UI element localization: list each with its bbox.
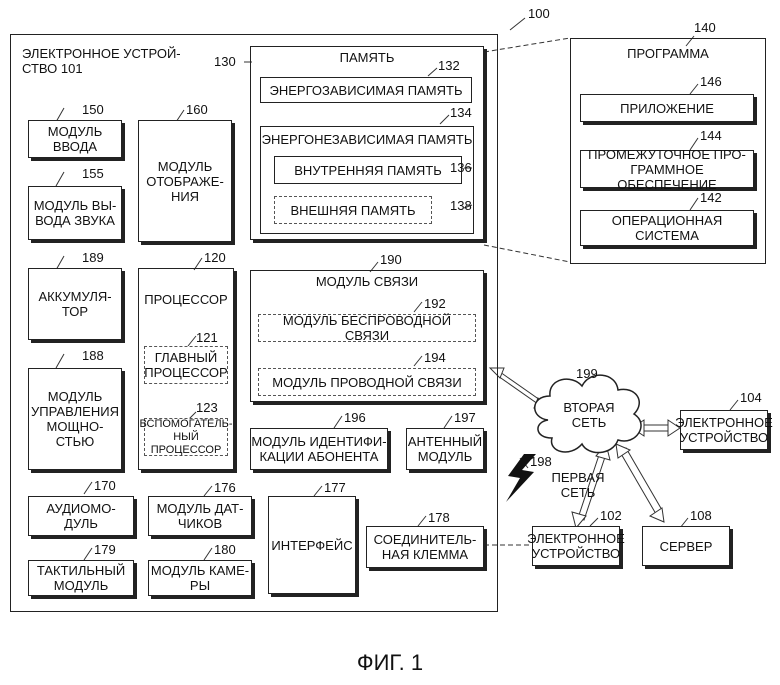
second-network: ВТОРАЯ СЕТЬ [556, 400, 622, 430]
program-num: 140 [694, 20, 716, 35]
nonvolatile-label: ЭНЕРГОНЕЗАВИСИМАЯ ПАМЯТЬ [260, 132, 474, 147]
first-network: ПЕРВАЯ СЕТЬ [548, 470, 608, 500]
haptic-module: ТАКТИЛЬНЫЙ МОДУЛЬ [28, 560, 134, 596]
electronic-device-102: ЭЛЕКТРОННОЕ УСТРОЙСТВО [532, 526, 620, 566]
display-num: 160 [186, 102, 208, 117]
figure-ref: 100 [528, 6, 550, 21]
operating-system: ОПЕРАЦИОННАЯ СИСТЕМА [580, 210, 754, 246]
wireless-num: 192 [424, 296, 446, 311]
sound-num: 155 [82, 166, 104, 181]
sound-output-module: МОДУЛЬ ВЫ- ВОДА ЗВУКА [28, 186, 122, 240]
app-num: 146 [700, 74, 722, 89]
sensor-num: 176 [214, 480, 236, 495]
wireless-comm-module: МОДУЛЬ БЕСПРОВОДНОЙ СВЯЗИ [258, 314, 476, 342]
connection-terminal: СОЕДИНИТЕЛЬ- НАЯ КЛЕММА [366, 526, 484, 568]
main-processor-num: 121 [196, 330, 218, 345]
display-module: МОДУЛЬ ОТОБРАЖЕ- НИЯ [138, 120, 232, 242]
network1-num: 198 [530, 454, 552, 469]
external-num: 138 [450, 198, 472, 213]
auxiliary-processor: ВСПОМОГАТЕЛЬ- НЫЙ ПРОЦЕССОР [144, 418, 228, 456]
device-label: ЭЛЕКТРОННОЕ УСТРОЙ- СТВО 101 [22, 46, 181, 76]
aux-processor-num: 123 [196, 400, 218, 415]
figure-caption: ФИГ. 1 [0, 650, 780, 676]
application: ПРИЛОЖЕНИЕ [580, 94, 754, 122]
haptic-num: 179 [94, 542, 116, 557]
comm-title: МОДУЛЬ СВЯЗИ [250, 274, 484, 289]
power-management-module: МОДУЛЬ УПРАВЛЕНИЯ МОЩНО- СТЬЮ [28, 368, 122, 470]
electronic-device-104: ЭЛЕКТРОННОЕ УСТРОЙСТВО [680, 410, 768, 450]
connector-num: 178 [428, 510, 450, 525]
internal-num: 136 [450, 160, 472, 175]
memory-num: 130 [214, 54, 236, 69]
middleware: ПРОМЕЖУТОЧНОЕ ПРО- ГРАММНОЕ ОБЕСПЕЧЕНИЕ [580, 150, 754, 188]
volatile-num: 132 [438, 58, 460, 73]
battery-num: 189 [82, 250, 104, 265]
antenna-module: АНТЕННЫЙ МОДУЛЬ [406, 428, 484, 470]
wired-comm-module: МОДУЛЬ ПРОВОДНОЙ СВЯЗИ [258, 368, 476, 396]
dev104-num: 104 [740, 390, 762, 405]
audio-num: 170 [94, 478, 116, 493]
volatile-memory: ЭНЕРГОЗАВИСИМАЯ ПАМЯТЬ [260, 77, 472, 103]
middleware-num: 144 [700, 128, 722, 143]
antenna-num: 197 [454, 410, 476, 425]
internal-memory: ВНУТРЕННЯЯ ПАМЯТЬ [274, 156, 462, 184]
network2-num: 199 [576, 366, 598, 381]
wired-num: 194 [424, 350, 446, 365]
camera-num: 180 [214, 542, 236, 557]
server-num: 108 [690, 508, 712, 523]
subscriber-identification-module: МОДУЛЬ ИДЕНТИФИ- КАЦИИ АБОНЕНТА [250, 428, 388, 470]
camera-module: МОДУЛЬ КАМЕ- РЫ [148, 560, 252, 596]
program-title: ПРОГРАММА [570, 46, 766, 61]
audio-module: АУДИОМО- ДУЛЬ [28, 496, 134, 536]
input-num: 150 [82, 102, 104, 117]
power-num: 188 [82, 348, 104, 363]
battery: АККУМУЛЯ- ТОР [28, 268, 122, 340]
processor-num: 120 [204, 250, 226, 265]
comm-num: 190 [380, 252, 402, 267]
nonvolatile-num: 134 [450, 105, 472, 120]
sensor-module: МОДУЛЬ ДАТ- ЧИКОВ [148, 496, 252, 536]
input-module: МОДУЛЬ ВВОДА [28, 120, 122, 158]
main-processor: ГЛАВНЫЙ ПРОЦЕССОР [144, 346, 228, 384]
interface: ИНТЕРФЕЙС [268, 496, 356, 594]
server: СЕРВЕР [642, 526, 730, 566]
processor-title: ПРОЦЕССОР [138, 292, 234, 307]
dev102-num: 102 [600, 508, 622, 523]
external-memory: ВНЕШНЯЯ ПАМЯТЬ [274, 196, 432, 224]
os-num: 142 [700, 190, 722, 205]
sim-num: 196 [344, 410, 366, 425]
interface-num: 177 [324, 480, 346, 495]
